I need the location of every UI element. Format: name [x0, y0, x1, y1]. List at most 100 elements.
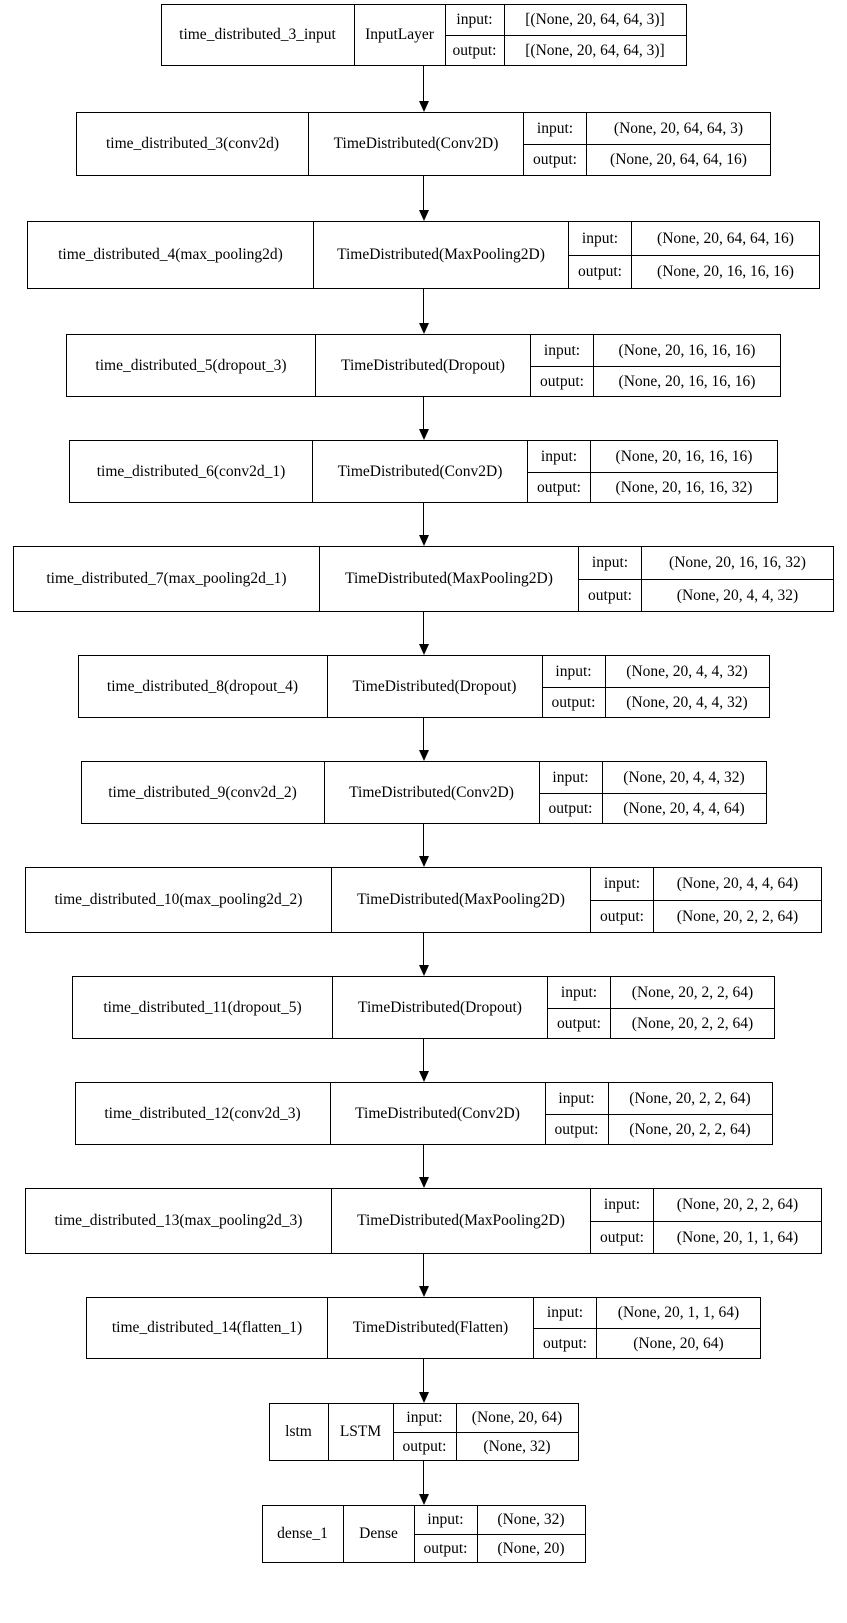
- connector-arrow-icon: [414, 1039, 434, 1082]
- input-shape-value: (None, 20, 64, 64, 3): [586, 113, 770, 144]
- output-shape-value: (None, 20, 1, 1, 64): [653, 1222, 821, 1253]
- layer-shapes-table: input:(None, 20, 4, 4, 32)output:(None, …: [542, 656, 769, 717]
- output-shape-value: (None, 20, 4, 4, 64): [601, 793, 766, 823]
- input-shape-value: (None, 20, 16, 16, 32): [641, 547, 833, 579]
- arrow-shaft: [423, 1254, 424, 1287]
- layer-name: time_distributed_10(max_pooling2d_2): [54, 891, 303, 909]
- input-label: input:: [456, 11, 493, 29]
- layer-type: TimeDistributed(MaxPooling2D): [313, 222, 569, 288]
- shape-row-output: output:(None, 20, 4, 4, 64): [539, 792, 766, 823]
- output-shape-value: (None, 20, 64): [596, 1329, 760, 1358]
- output-shape-value: (None, 20, 64, 64, 16): [586, 145, 770, 175]
- layer-type: TimeDistributed(MaxPooling2D): [331, 868, 591, 932]
- arrow-head: [418, 429, 429, 440]
- arrow-head: [418, 856, 429, 867]
- layer-box[interactable]: time_distributed_11(dropout_5) TimeDistri…: [72, 976, 775, 1039]
- shape-row-output: output:(None, 20, 16, 16, 16): [531, 365, 780, 396]
- output-label: output:: [543, 1334, 587, 1352]
- layer-box[interactable]: time_distributed_4(max_pooling2d)TimeDis…: [27, 221, 820, 289]
- input-shape-value: (None, 20, 1, 1, 64): [596, 1298, 760, 1328]
- layer-box[interactable]: time_distributed_13(max_pooling2d_3)Time…: [25, 1188, 822, 1254]
- layer-node-time_distributed_9(conv2d_2): time_distributed_9(conv2d_2)TimeDistribu…: [80, 761, 767, 824]
- arrow-shaft: [423, 824, 424, 857]
- input-shape-value: (None, 20, 2, 2, 64): [607, 1083, 772, 1114]
- input-shape-value: (None, 20, 4, 4, 32): [601, 762, 766, 793]
- layer-node-time_distributed_5(dropout_3): time_distributed_5(dropout_3)TimeDistrib…: [66, 334, 781, 397]
- layer-box[interactable]: time_distributed_8(dropout_4)TimeDistrib…: [77, 655, 770, 718]
- layer-node-time_distributed_10(max_pooling2d_2): time_distributed_10(max_pooling2d_2) Time…: [25, 867, 822, 933]
- arrow-head: [418, 1177, 429, 1188]
- layer-box[interactable]: time_distributed_3(conv2d) TimeDistribute…: [76, 112, 771, 176]
- shape-row-input: input:(None, 32): [415, 1506, 585, 1534]
- layer-box[interactable]: time_distributed_12(conv2d_3)TimeDistrib…: [74, 1082, 773, 1145]
- arrow-shaft: [423, 718, 424, 751]
- input-shape-value: (None, 20, 4, 4, 32): [604, 656, 769, 687]
- layer-name: time_distributed_3(conv2d): [105, 135, 280, 153]
- shape-row-output: output:(None, 20, 4, 4, 32): [542, 686, 769, 717]
- shape-row-output: output:(None, 20, 64, 64, 16): [524, 144, 770, 175]
- input-label: input:: [581, 229, 619, 247]
- output-shape-value: (None, 20, 16, 16, 16): [631, 256, 819, 288]
- shape-row-input: input:(None, 20, 16, 16, 32): [579, 547, 833, 579]
- layer-type: TimeDistributed(Conv2D): [329, 1083, 546, 1144]
- layer-box[interactable]: time_distributed_10(max_pooling2d_2) Time…: [25, 867, 822, 933]
- arrow-head: [418, 1071, 429, 1082]
- layer-type: LSTM: [327, 1404, 394, 1460]
- connector-arrow-icon: [414, 397, 434, 440]
- layer-box[interactable]: time_distributed_6(conv2d_1)TimeDistribu…: [69, 440, 778, 503]
- connector-arrow-icon: [414, 1145, 434, 1188]
- layer-name: time_distributed_3_input: [179, 26, 336, 44]
- arrow-shaft: [423, 1461, 424, 1495]
- input-shape-value: [(None, 20, 64, 64, 3)]: [503, 5, 686, 35]
- layer-name: time_distributed_11(dropout_5): [103, 998, 302, 1016]
- layer-type: TimeDistributed(Conv2D): [308, 113, 524, 175]
- layer-box[interactable]: time_distributed_9(conv2d_2)TimeDistribu…: [80, 761, 767, 824]
- shape-row-input: input:(None, 20, 4, 4, 32): [543, 656, 769, 687]
- shape-row-input: input:(None, 20, 16, 16, 16): [531, 335, 780, 366]
- shape-row-input: input:(None, 20, 64, 64, 16): [569, 222, 819, 255]
- output-label: output:: [557, 1014, 601, 1032]
- input-shape-value: (None, 20, 16, 16, 16): [593, 335, 780, 366]
- layer-type: InputLayer: [353, 5, 446, 65]
- arrow-shaft: [423, 933, 424, 966]
- output-shape-value: (None, 20, 16, 16, 16): [593, 366, 780, 396]
- output-label: output:: [402, 1437, 447, 1455]
- layer-shapes-table: input:(None, 20, 1, 1, 64)output:(None, …: [534, 1298, 760, 1358]
- shape-row-input: input: [(None, 20, 64, 64, 3)]: [446, 5, 686, 35]
- connector-arrow-icon: [414, 176, 434, 221]
- input-shape-value: (None, 20, 2, 2, 64): [610, 977, 774, 1008]
- input-shape-value: (None, 20, 16, 16, 16): [590, 441, 777, 472]
- layer-box[interactable]: time_distributed_7(max_pooling2d_1)TimeD…: [13, 546, 834, 612]
- layer-name: time_distributed_7(max_pooling2d_1): [46, 570, 287, 588]
- shape-row-output: output:(None, 20, 1, 1, 64): [591, 1221, 821, 1253]
- layer-node-time_distributed_4(max_pooling2d): time_distributed_4(max_pooling2d)TimeDis…: [27, 221, 820, 289]
- layer-type: TimeDistributed(Dropout): [332, 977, 548, 1038]
- shape-row-output: output:(None, 20, 2, 2, 64): [548, 1007, 774, 1038]
- arrow-head: [418, 323, 429, 334]
- shape-row-output: output:(None, 20, 16, 16, 32): [528, 471, 777, 502]
- layer-box[interactable]: time_distributed_5(dropout_3)TimeDistrib…: [66, 334, 781, 397]
- arrow-shaft: [423, 1039, 424, 1072]
- layer-box[interactable]: time_distributed_14(flatten_1)TimeDistri…: [86, 1297, 761, 1359]
- arrow-shaft: [423, 397, 424, 430]
- input-shape-value: (None, 20, 64): [455, 1404, 578, 1432]
- connector-arrow-icon: [414, 933, 434, 976]
- layer-node-time_distributed_8(dropout_4): time_distributed_8(dropout_4)TimeDistrib…: [77, 655, 770, 718]
- shape-row-output: output:(None, 20, 4, 4, 32): [579, 579, 833, 611]
- shape-row-input: input:(None, 20, 64, 64, 3): [524, 113, 770, 144]
- output-shape-value: (None, 20, 4, 4, 32): [641, 580, 833, 611]
- shape-row-input: input:(None, 20, 4, 4, 64): [591, 868, 821, 900]
- layer-node-time_distributed_11(dropout_5): time_distributed_11(dropout_5) TimeDistri…: [72, 976, 775, 1039]
- input-shape-value: (None, 20, 4, 4, 64): [653, 868, 821, 900]
- arrow-head: [418, 644, 429, 655]
- layer-name: time_distributed_6(conv2d_1): [96, 462, 286, 480]
- input-label: input:: [406, 1409, 443, 1427]
- output-label: output:: [600, 907, 644, 925]
- input-label: input:: [552, 768, 589, 786]
- output-shape-value: (None, 20, 2, 2, 64): [607, 1114, 772, 1144]
- layer-name: time_distributed_9(conv2d_2): [108, 783, 297, 801]
